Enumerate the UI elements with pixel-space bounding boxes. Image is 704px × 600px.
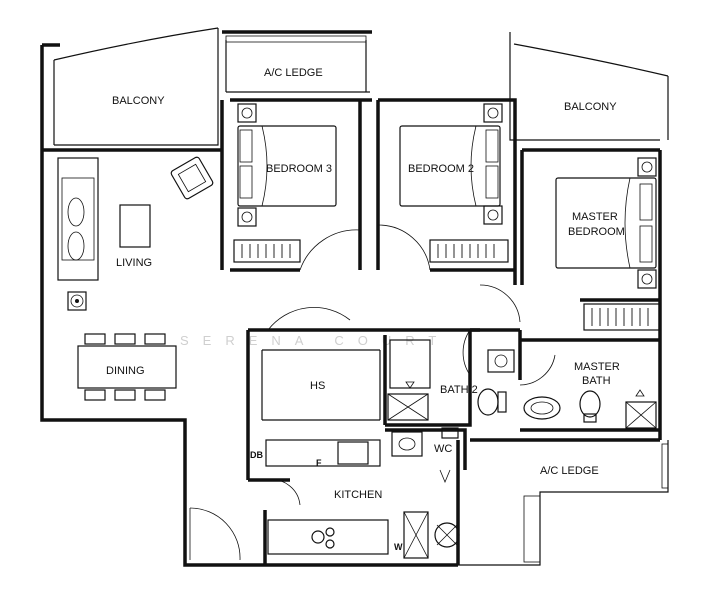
bed-master-bedroom bbox=[555, 157, 657, 289]
label-living: LIVING bbox=[116, 257, 152, 269]
label-kitchen: KITCHEN bbox=[334, 489, 382, 501]
bed-bedroom-3 bbox=[237, 103, 337, 227]
label-bedroom-3: BEDROOM 3 bbox=[266, 163, 332, 175]
bath-2-fixtures bbox=[387, 339, 515, 421]
label-db: DB bbox=[250, 450, 263, 460]
kitchen-fixtures bbox=[265, 439, 460, 559]
label-ac-ledge-top: A/C LEDGE bbox=[264, 67, 323, 79]
label-wc: WC bbox=[434, 443, 452, 455]
wc-fixtures bbox=[391, 427, 459, 457]
coffee-table bbox=[119, 204, 151, 248]
dining-set bbox=[77, 333, 177, 401]
outer-walls bbox=[40, 27, 669, 567]
lamp-icon bbox=[67, 291, 87, 311]
label-bath-2: BATH 2 bbox=[440, 384, 478, 396]
sofa bbox=[57, 157, 99, 281]
master-bath-fixtures bbox=[523, 389, 657, 429]
doors bbox=[189, 224, 556, 561]
bed-bedroom-2 bbox=[399, 103, 503, 225]
wardrobe-master-bedroom bbox=[583, 303, 661, 331]
wardrobe-bedroom-2 bbox=[429, 239, 509, 263]
label-master-bath-line1: MASTER bbox=[574, 361, 620, 373]
label-washer: W bbox=[394, 542, 403, 552]
label-dining: DINING bbox=[106, 365, 145, 377]
label-balcony-right: BALCONY bbox=[564, 101, 617, 113]
label-bedroom-2: BEDROOM 2 bbox=[408, 163, 474, 175]
armchair bbox=[170, 156, 214, 200]
watermark-text: SERENA COURT bbox=[180, 333, 450, 348]
label-master-bedroom-line1: MASTER bbox=[572, 211, 618, 223]
label-hs: HS bbox=[310, 380, 325, 392]
label-master-bedroom-line2: BEDROOM bbox=[568, 226, 625, 238]
label-ac-ledge-bottom: A/C LEDGE bbox=[540, 465, 599, 477]
label-balcony-left: BALCONY bbox=[112, 95, 165, 107]
label-fridge: F bbox=[316, 458, 322, 468]
wardrobe-bedroom-3 bbox=[233, 239, 301, 263]
label-master-bath-line2: BATH bbox=[582, 375, 611, 387]
